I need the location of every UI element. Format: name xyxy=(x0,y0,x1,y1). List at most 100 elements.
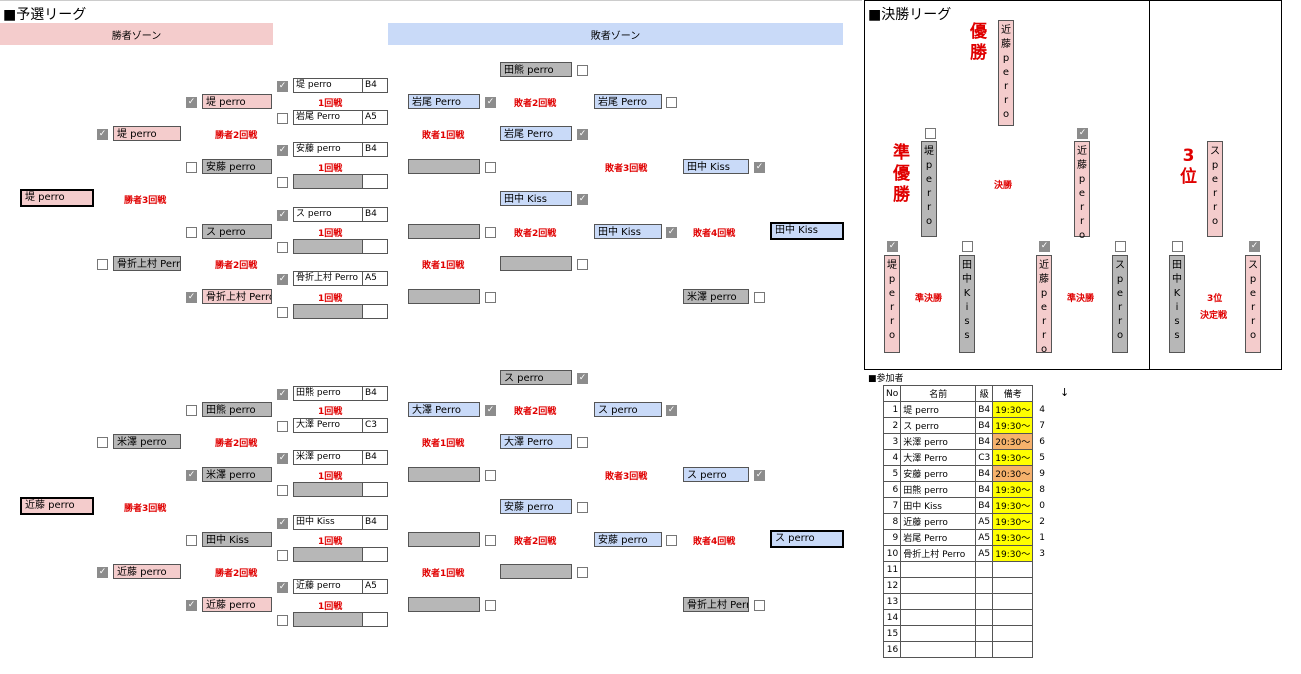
match-checkbox[interactable]: ✓ xyxy=(277,274,288,285)
row-number: 16 xyxy=(882,641,902,658)
row-note: 19:30～ xyxy=(992,449,1034,466)
final-checkbox[interactable] xyxy=(1115,241,1126,252)
match-checkbox[interactable]: ✓ xyxy=(577,194,588,205)
winner-r2-slot: 安藤 perro xyxy=(202,159,272,174)
seed-grade xyxy=(363,239,388,254)
match-checkbox[interactable]: ✓ xyxy=(277,518,288,529)
row-note xyxy=(992,609,1034,626)
match-checkbox[interactable]: ✓ xyxy=(186,470,197,481)
row-extra: 4 xyxy=(1039,404,1045,415)
match-checkbox[interactable] xyxy=(577,65,588,76)
match-checkbox[interactable] xyxy=(485,162,496,173)
round-label: 勝者3回戦 xyxy=(124,196,167,206)
match-checkbox[interactable] xyxy=(577,437,588,448)
match-checkbox[interactable] xyxy=(485,292,496,303)
match-checkbox[interactable] xyxy=(277,421,288,432)
seed-name: 岩尾 Perro xyxy=(293,110,363,125)
match-checkbox[interactable] xyxy=(277,615,288,626)
match-checkbox[interactable] xyxy=(277,177,288,188)
row-grade xyxy=(975,561,994,578)
final-checkbox[interactable] xyxy=(962,241,973,252)
match-checkbox[interactable]: ✓ xyxy=(277,81,288,92)
row-extra: 0 xyxy=(1039,500,1045,511)
winner-zone-header: 勝者ゾーン xyxy=(0,23,273,45)
round-label: 敗者4回戦 xyxy=(693,229,736,239)
match-checkbox[interactable] xyxy=(186,162,197,173)
match-checkbox[interactable]: ✓ xyxy=(666,227,677,238)
match-checkbox[interactable] xyxy=(277,307,288,318)
match-checkbox[interactable] xyxy=(485,600,496,611)
winner-r2-slot: 近藤 perro xyxy=(202,597,272,612)
match-checkbox[interactable] xyxy=(577,259,588,270)
loser-r2-slot: 岩尾 Perro xyxy=(500,126,572,141)
loser-r3-slot: 安藤 perro xyxy=(594,532,662,547)
match-checkbox[interactable] xyxy=(666,97,677,108)
match-checkbox[interactable] xyxy=(277,113,288,124)
loser-r4-slot: 米澤 perro xyxy=(683,289,749,304)
match-checkbox[interactable]: ✓ xyxy=(277,389,288,400)
match-checkbox[interactable]: ✓ xyxy=(97,567,108,578)
match-checkbox[interactable] xyxy=(186,405,197,416)
winner-champion: 近藤 perro xyxy=(20,497,94,515)
row-extra xyxy=(1033,610,1048,626)
match-checkbox[interactable] xyxy=(97,437,108,448)
match-checkbox[interactable]: ✓ xyxy=(277,582,288,593)
match-checkbox[interactable] xyxy=(277,242,288,253)
match-checkbox[interactable]: ✓ xyxy=(277,145,288,156)
match-checkbox[interactable]: ✓ xyxy=(186,600,197,611)
match-checkbox[interactable] xyxy=(485,470,496,481)
row-number: 1 xyxy=(882,401,902,418)
seed-name xyxy=(293,239,363,254)
final-checkbox[interactable] xyxy=(925,128,936,139)
match-checkbox[interactable]: ✓ xyxy=(186,292,197,303)
match-checkbox[interactable] xyxy=(186,227,197,238)
match-checkbox[interactable]: ✓ xyxy=(577,129,588,140)
match-checkbox[interactable] xyxy=(277,550,288,561)
match-checkbox[interactable] xyxy=(754,292,765,303)
match-checkbox[interactable]: ✓ xyxy=(485,97,496,108)
final-checkbox[interactable]: ✓ xyxy=(1077,128,1088,139)
row-number: 6 xyxy=(882,481,902,498)
match-checkbox[interactable] xyxy=(577,502,588,513)
final-checkbox[interactable]: ✓ xyxy=(1039,241,1050,252)
winner-champion: 堤 perro xyxy=(20,189,94,207)
match-checkbox[interactable] xyxy=(97,259,108,270)
match-checkbox[interactable]: ✓ xyxy=(186,97,197,108)
loser-r4-slot: ス perro xyxy=(683,467,749,482)
final-checkbox[interactable] xyxy=(1172,241,1183,252)
match-checkbox[interactable]: ✓ xyxy=(485,405,496,416)
seed-name: 大澤 Perro xyxy=(293,418,363,433)
match-checkbox[interactable]: ✓ xyxy=(577,373,588,384)
row-name: 岩尾 Perro xyxy=(900,529,977,546)
match-checkbox[interactable] xyxy=(186,535,197,546)
seed-name: 安藤 perro xyxy=(293,142,363,157)
row-note: 19:30～ xyxy=(992,513,1034,530)
match-checkbox[interactable] xyxy=(485,227,496,238)
match-checkbox[interactable] xyxy=(666,535,677,546)
loser-top-slot: 田熊 perro xyxy=(500,62,572,77)
match-checkbox[interactable]: ✓ xyxy=(754,470,765,481)
match-checkbox[interactable]: ✓ xyxy=(754,162,765,173)
table-header: No xyxy=(882,385,902,402)
match-checkbox[interactable]: ✓ xyxy=(277,453,288,464)
match-checkbox[interactable] xyxy=(577,567,588,578)
match-checkbox[interactable] xyxy=(277,485,288,496)
final-checkbox[interactable]: ✓ xyxy=(1249,241,1260,252)
round-label: 1回戦 xyxy=(318,407,343,417)
seed-name: 田熊 perro xyxy=(293,386,363,401)
match-checkbox[interactable] xyxy=(754,600,765,611)
match-checkbox[interactable]: ✓ xyxy=(97,129,108,140)
match-checkbox[interactable] xyxy=(485,535,496,546)
row-extra: 1 xyxy=(1039,532,1045,543)
round-label: 敗者2回戦 xyxy=(514,537,557,547)
row-grade: B4 xyxy=(975,481,994,498)
final-checkbox[interactable]: ✓ xyxy=(887,241,898,252)
match-checkbox[interactable]: ✓ xyxy=(277,210,288,221)
match-checkbox[interactable]: ✓ xyxy=(666,405,677,416)
loser-r1-slot: 大澤 Perro xyxy=(408,402,480,417)
row-note: 19:30～ xyxy=(992,417,1034,434)
